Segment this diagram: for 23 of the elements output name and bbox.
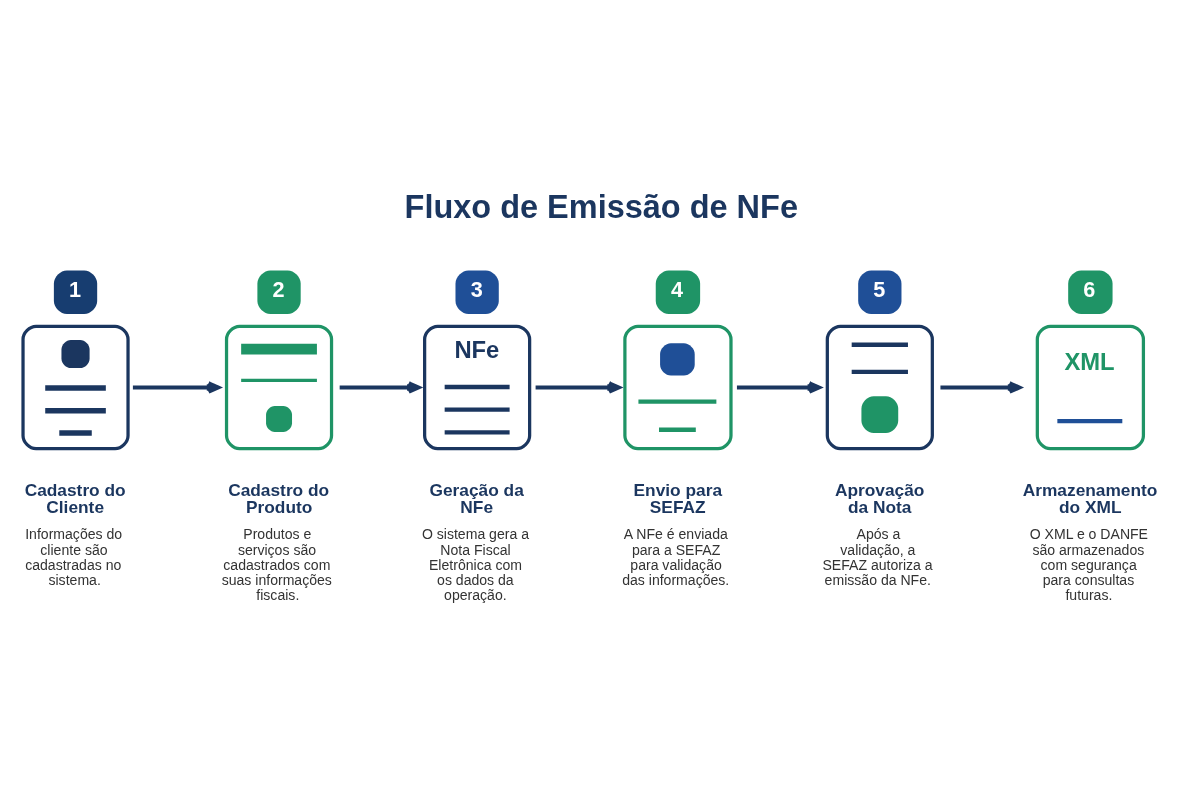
diagram-title: Fluxo de Emissão de NFe xyxy=(404,188,798,225)
node-label: Informações do cliente são cadastradas no sistema. xyxy=(25,525,123,588)
arrow xyxy=(132,380,221,394)
node-label: 5 xyxy=(873,276,886,302)
node-label: Aprovação da Nota xyxy=(834,479,925,517)
node-label: 2 xyxy=(272,276,285,302)
node-label: Cadastro do Produto xyxy=(228,479,330,517)
node-label: A NFe é enviada para a SEFAZ para validação das informações. xyxy=(622,525,730,588)
node-label: Cadastro do Cliente xyxy=(24,479,126,517)
arrow xyxy=(940,380,1022,394)
arrow xyxy=(339,380,421,394)
node-label: Após a validação, a SEFAZ autoriza a emissão da NFe. xyxy=(822,525,933,588)
node-label: Armazenamento do XML xyxy=(1022,479,1158,517)
node-label: 4 xyxy=(670,276,683,302)
node-label: 1 xyxy=(69,276,82,302)
node-label: Geração da NFe xyxy=(429,479,524,517)
node-label: O sistema gera a Nota Fiscal Eletrônica com os dados da operação. xyxy=(421,525,530,603)
node-label: Envio para SEFAZ xyxy=(633,479,723,517)
arrow xyxy=(535,380,621,394)
node-label: 3 xyxy=(470,276,483,302)
node-label: O XML e o DANFE são armazenados com segurança para consultas futuras. xyxy=(1029,525,1149,603)
node-label: 6 xyxy=(1083,276,1096,302)
node-label: Produtos e serviços são cadastrados com suas informações fiscais. xyxy=(221,525,332,603)
